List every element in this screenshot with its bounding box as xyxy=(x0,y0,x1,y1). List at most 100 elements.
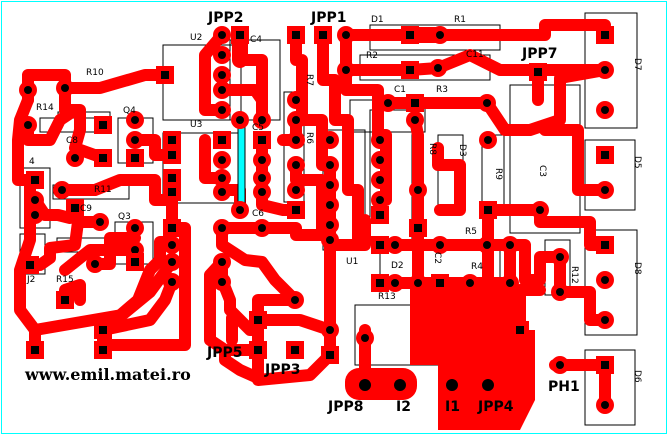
copper-trace xyxy=(340,62,444,76)
pad-hole xyxy=(131,154,139,162)
label-r15: R15 xyxy=(56,275,74,285)
pad-hole xyxy=(168,224,176,232)
pad-hole xyxy=(326,136,334,144)
copper-trace xyxy=(56,174,141,196)
pad-hole xyxy=(258,156,266,164)
copper-trace xyxy=(129,174,178,234)
label-r6: R6 xyxy=(304,132,314,144)
pad-hole xyxy=(391,241,399,249)
pad-hole xyxy=(168,258,176,266)
pad-hole xyxy=(71,204,79,212)
pad-hole xyxy=(436,31,444,39)
pad-hole xyxy=(516,326,524,334)
pad-hole xyxy=(291,346,299,354)
pad-hole xyxy=(236,31,244,39)
label-d6: D6 xyxy=(632,370,642,383)
label-d7: D7 xyxy=(632,58,642,71)
label-c5: C5 xyxy=(252,123,265,133)
component-outline xyxy=(584,229,638,336)
pad-hole xyxy=(601,31,609,39)
label-d1: D1 xyxy=(371,15,384,25)
pad-hole xyxy=(536,206,544,214)
pad-hole xyxy=(601,361,609,369)
label-r2: R2 xyxy=(366,51,378,61)
pad-hole xyxy=(601,186,609,194)
copper-trace xyxy=(409,114,424,196)
pad-hole xyxy=(326,201,334,209)
copper-trace xyxy=(59,69,171,94)
label-jpp5: JPP5 xyxy=(207,345,243,361)
label-r14: R14 xyxy=(36,103,54,113)
label-r4: R4 xyxy=(471,262,483,272)
pad-hole xyxy=(99,121,107,129)
pad-hole xyxy=(601,241,609,249)
copper-trace xyxy=(324,214,371,281)
pad-hole xyxy=(326,236,334,244)
pad-hole xyxy=(406,66,414,74)
pad-hole xyxy=(258,224,266,232)
copper-trace xyxy=(24,216,106,271)
pad-hole xyxy=(61,296,69,304)
pad-hole xyxy=(376,176,384,184)
pad-hole xyxy=(506,279,514,287)
pad-hole xyxy=(254,316,262,324)
pad-hole xyxy=(601,401,609,409)
pad-hole xyxy=(556,288,564,296)
pad-hole xyxy=(168,136,176,144)
pad-hole xyxy=(414,224,422,232)
pad-hole xyxy=(292,206,300,214)
pad-hole xyxy=(384,99,392,107)
pad-hole xyxy=(342,31,350,39)
pad-hole xyxy=(24,86,32,94)
pad-hole xyxy=(168,174,176,182)
label-r13: R13 xyxy=(378,292,396,302)
label-d3: D3 xyxy=(457,144,467,157)
pad-hole xyxy=(483,99,491,107)
label-c11: C11 xyxy=(466,50,484,60)
pad-hole xyxy=(131,224,139,232)
label-r1: R1 xyxy=(454,15,466,25)
label-i1: I1 xyxy=(445,399,460,415)
pad-hole xyxy=(31,346,39,354)
label-j2: J2 xyxy=(27,275,36,285)
copper-trace xyxy=(432,49,611,76)
copper-trace xyxy=(204,256,264,356)
label-u2: U2 xyxy=(190,33,203,43)
copper-trace xyxy=(97,276,178,336)
copper-trace xyxy=(22,104,81,146)
pad-hole xyxy=(411,116,419,124)
pad-hole xyxy=(319,31,327,39)
pad-hole xyxy=(161,71,169,79)
pad-hole xyxy=(236,206,244,214)
copper-trace xyxy=(12,94,36,186)
label-r11: R11 xyxy=(94,185,112,195)
pad-hole xyxy=(326,221,334,229)
pad-hole xyxy=(292,96,300,104)
pad-hole xyxy=(131,136,139,144)
pad-hole xyxy=(99,346,107,354)
terminal-hole xyxy=(446,379,458,391)
pad-hole xyxy=(168,151,176,159)
pad-hole xyxy=(376,211,384,219)
pad-hole xyxy=(326,181,334,189)
pad-hole xyxy=(218,278,226,286)
pad-hole xyxy=(258,136,266,144)
pad-hole xyxy=(58,186,66,194)
label-c9: C9 xyxy=(80,204,93,214)
pad-hole xyxy=(131,246,139,254)
pad-hole xyxy=(406,31,414,39)
component-outline xyxy=(584,349,636,426)
pad-hole xyxy=(99,154,107,162)
pad-hole xyxy=(258,116,266,124)
label-r7: R7 xyxy=(304,74,314,86)
label-j4: 4 xyxy=(29,157,35,167)
pad-hole xyxy=(236,116,244,124)
terminal-hole xyxy=(482,379,494,391)
label-i2: I2 xyxy=(396,399,411,415)
pad-hole xyxy=(342,66,350,74)
pad-hole xyxy=(556,361,564,369)
pad-hole xyxy=(218,31,226,39)
label-u1: U1 xyxy=(346,257,359,267)
